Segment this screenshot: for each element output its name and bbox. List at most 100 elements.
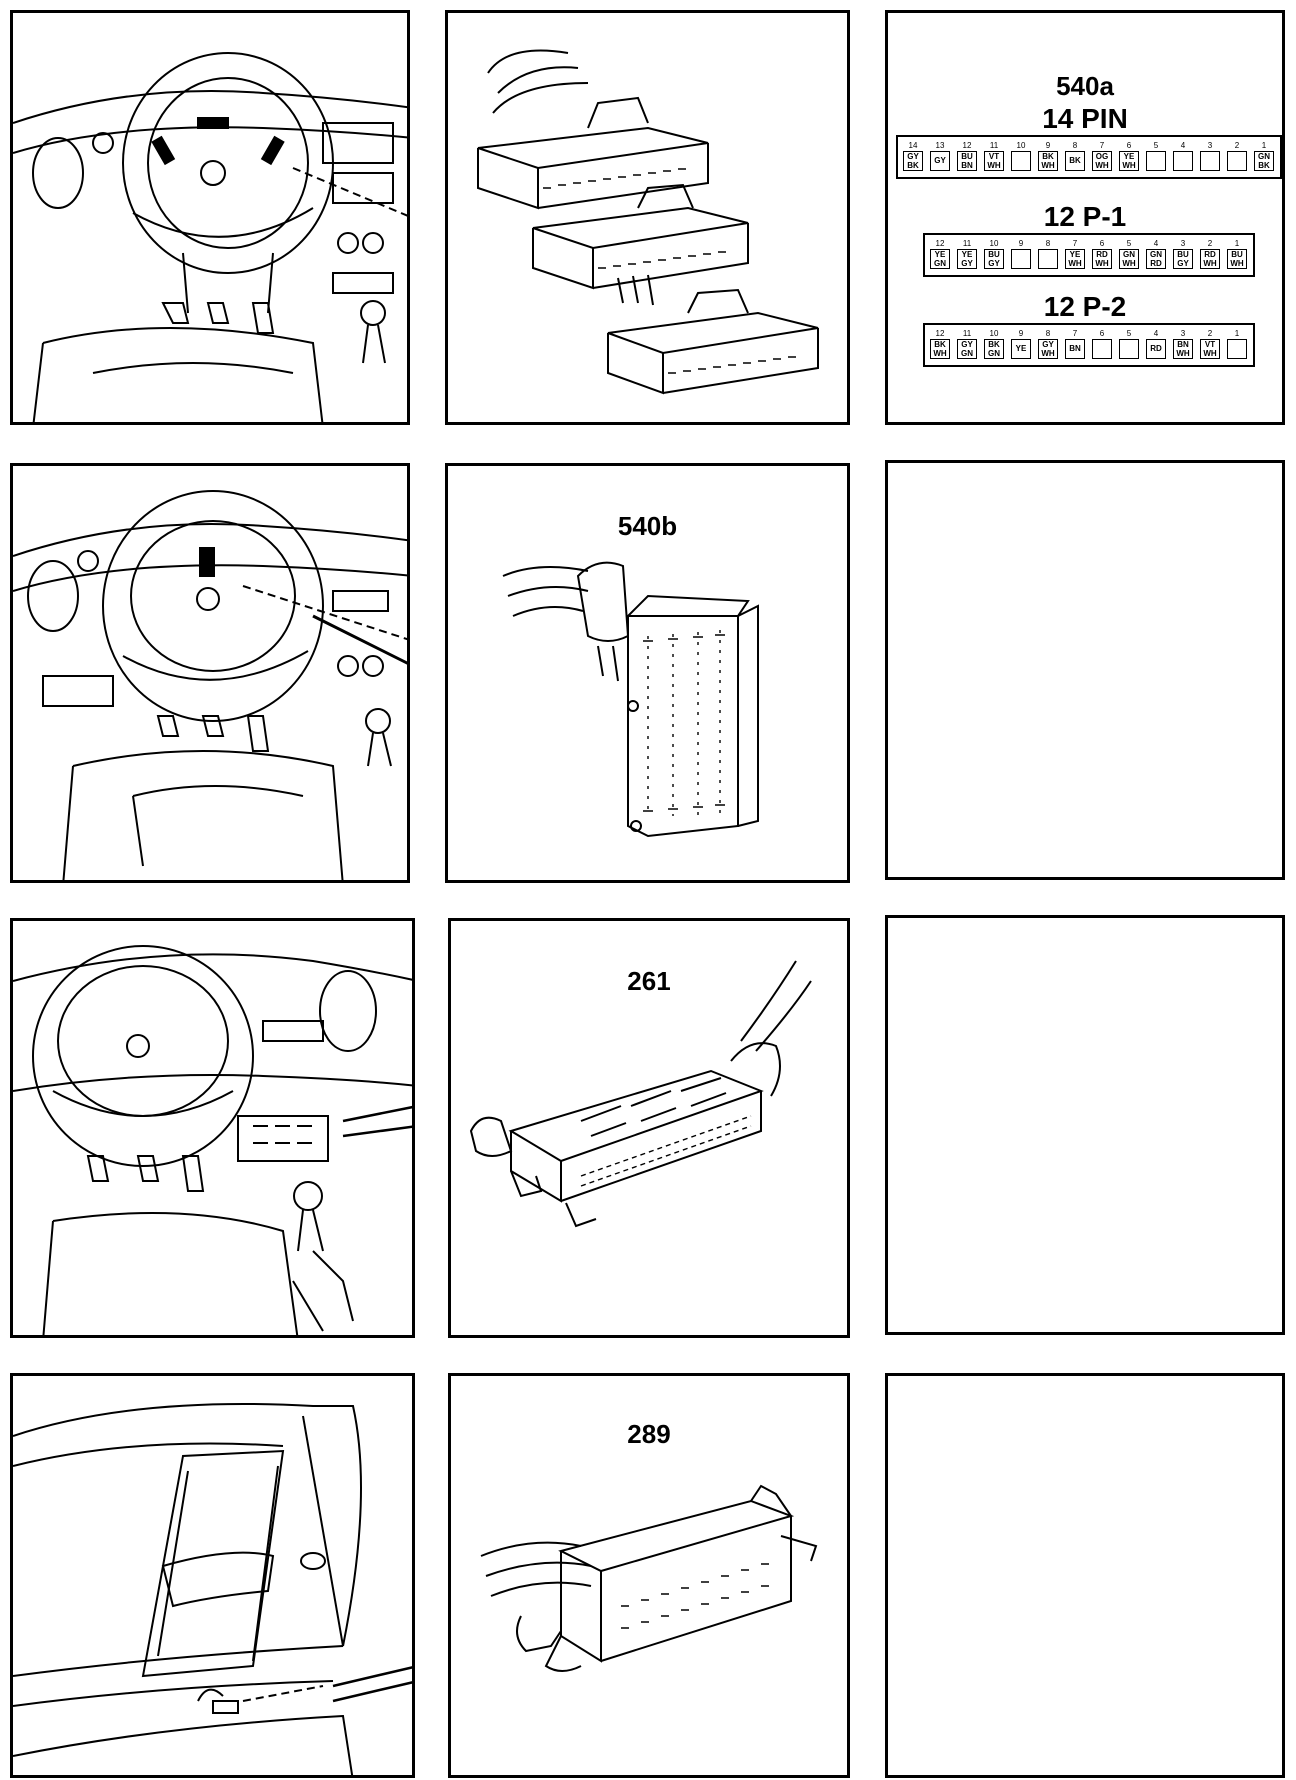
connector-289-illustration — [480, 1484, 818, 1672]
blank-panel-row3 — [885, 915, 1285, 1335]
wire-color-code: YE — [1069, 250, 1081, 259]
pin-wire-color: RD — [1146, 339, 1166, 359]
pin-number: 1 — [1234, 329, 1240, 338]
pin-number: 8 — [1045, 239, 1051, 248]
dashboard-illustration — [13, 945, 412, 1335]
wire-color-code: WH — [1122, 161, 1136, 170]
pin-cell: 9 — [1010, 239, 1032, 269]
wire-color-code: WH — [987, 161, 1001, 170]
pin-wire-color — [1200, 151, 1220, 171]
connector-289-label: 289 — [627, 1419, 671, 1449]
wire-color-code: BK — [1069, 156, 1081, 165]
wire-color-code: YE — [1123, 152, 1135, 161]
blank-panel-row2 — [885, 460, 1285, 880]
wire-color-code: GY — [988, 259, 1000, 268]
wire-color-code: VT — [988, 152, 1000, 161]
connector-540a-illustration — [477, 49, 819, 395]
pin-wire-color — [1011, 249, 1031, 269]
wire-color-code: WH — [1176, 349, 1190, 358]
pin-number: 3 — [1207, 141, 1213, 150]
pin-number: 8 — [1072, 141, 1078, 150]
connector-photo-540b: 540b — [445, 463, 850, 883]
wire-color-code: BK — [934, 340, 946, 349]
pin-wire-color — [1119, 339, 1139, 359]
pin-number: 1 — [1261, 141, 1267, 150]
wire-color-code: OG — [1095, 152, 1109, 161]
connector-261-label: 261 — [627, 966, 671, 996]
pin-number: 12 — [935, 329, 945, 338]
wire-color-code: WH — [1122, 259, 1136, 268]
connector-540a-title: 540a — [1056, 71, 1114, 101]
pin-number: 6 — [1099, 239, 1105, 248]
pin-cell: 8 — [1037, 239, 1059, 269]
pin-wire-color: GY — [930, 151, 950, 171]
connector-photo-261: 261 — [448, 918, 850, 1338]
pin-number: 13 — [935, 141, 945, 150]
connector-photo-540a — [445, 10, 850, 425]
wire-color-code: GN — [961, 349, 973, 358]
blank-panel-row4 — [885, 1373, 1285, 1778]
wire-color-code: WH — [1230, 259, 1244, 268]
pin-number: 9 — [1018, 239, 1024, 248]
pin-number: 7 — [1099, 141, 1105, 150]
pin-number: 5 — [1126, 329, 1132, 338]
pin-number: 12 — [962, 141, 972, 150]
wire-color-code: GN — [1123, 250, 1135, 259]
pin-number: 2 — [1207, 239, 1213, 248]
wire-color-code: BK — [907, 161, 919, 170]
wire-color-code: WH — [1095, 161, 1109, 170]
door-location-view-289 — [10, 1373, 415, 1778]
wire-color-code: GY — [961, 259, 973, 268]
wire-color-code: RD — [1204, 250, 1216, 259]
dashboard-illustration — [13, 52, 407, 422]
wire-color-code: RD — [1150, 259, 1162, 268]
connector-540b-label: 540b — [617, 511, 678, 541]
pin-group-title: 14 PIN — [1042, 103, 1128, 134]
wire-color-code: BN — [1069, 344, 1081, 353]
wire-color-code: BK — [1258, 161, 1270, 170]
dashboard-location-view-261 — [10, 918, 415, 1338]
wire-color-code: BK — [988, 340, 1000, 349]
wire-color-code: GY — [1177, 259, 1189, 268]
pin-number: 6 — [1099, 329, 1105, 338]
pin-number: 10 — [989, 329, 999, 338]
dashboard-location-view-540a — [10, 10, 410, 425]
pin-cell: 5 — [1145, 141, 1167, 171]
wire-color-code: BN — [1177, 340, 1189, 349]
pin-cell: 5 — [1118, 329, 1140, 359]
wire-color-code: RD — [1096, 250, 1108, 259]
wire-color-code: WH — [1041, 349, 1055, 358]
pin-number: 4 — [1180, 141, 1186, 150]
pin-wire-color — [1227, 151, 1247, 171]
pin-number: 4 — [1153, 329, 1159, 338]
